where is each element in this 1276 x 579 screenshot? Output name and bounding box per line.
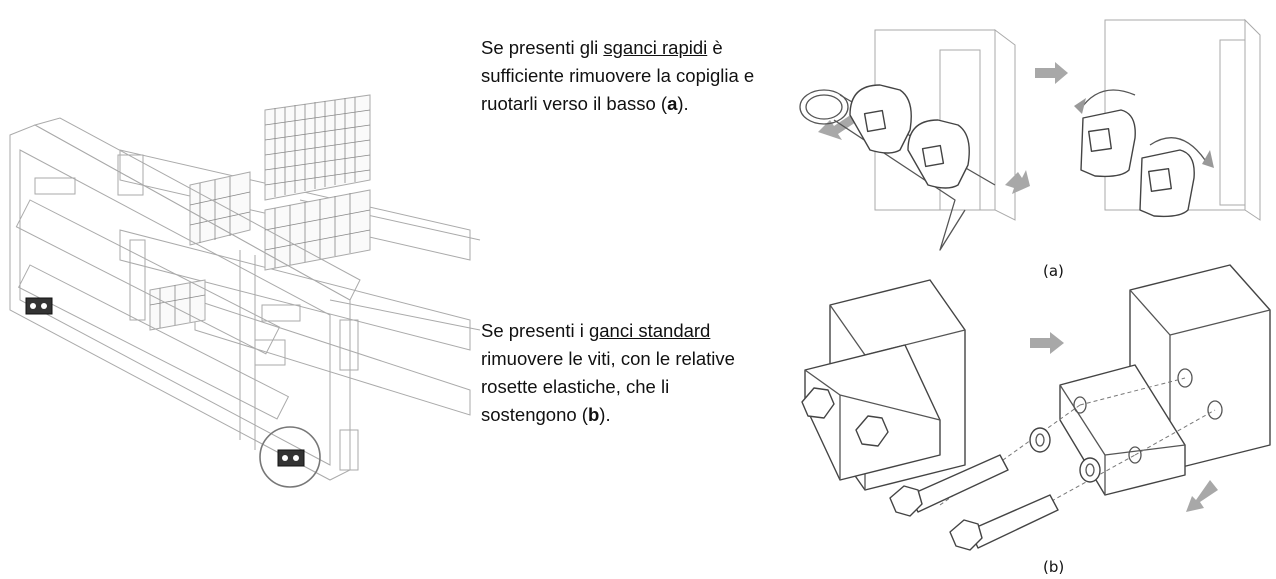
quick-release-hook-illustration <box>799 18 1261 251</box>
text-b-line3: rosette elastiche, che li <box>481 376 670 397</box>
quick-hook-1 <box>849 84 912 154</box>
hook-block-upper <box>25 297 53 315</box>
text-b-line4-post: ). <box>599 404 611 425</box>
fork-carriage-illustration <box>9 94 481 488</box>
text-b-line1-pre: Se presenti i <box>481 320 589 341</box>
quick-hook-3 <box>1074 89 1136 178</box>
quick-hook-2 <box>907 119 970 189</box>
caption-a: (a) <box>1043 262 1064 280</box>
arrow-right-icon <box>1030 332 1064 354</box>
mesh-panels <box>149 94 371 331</box>
quick-hook-4 <box>1139 137 1214 218</box>
standard-hook-bolts-illustration <box>801 264 1271 551</box>
text-a-line1-post: è <box>707 37 723 58</box>
hook-highlight-circle <box>259 426 321 488</box>
carriage-frame <box>9 117 361 481</box>
text-a-line3-pre: ruotarli verso il basso ( <box>481 93 668 114</box>
text-b-line4-pre: sostengono ( <box>481 404 588 425</box>
bolt-2 <box>949 494 1059 551</box>
text-b-bold-label: b <box>587 404 600 425</box>
arrow-right-icon <box>1035 62 1068 84</box>
standard-hook-link: ganci standard <box>588 320 711 341</box>
arrow-downleft-icon <box>1186 480 1218 512</box>
quick-release-instructions: Se presenti gli sganci rapidi è sufficie… <box>481 34 811 118</box>
text-a-bold-label: a <box>667 93 678 114</box>
text-a-line3-post: ). <box>677 93 689 114</box>
quick-release-link: sganci rapidi <box>603 37 708 58</box>
bolt-1 <box>889 454 1009 517</box>
caption-b: (b) <box>1043 558 1065 576</box>
arrow-down-icon <box>1005 170 1030 194</box>
standard-hook-instructions: Se presenti i ganci standard rimuovere l… <box>481 317 801 429</box>
text-a-line2: sufficiente rimuovere la copiglia e <box>481 65 755 86</box>
text-b-line2: rimuovere le viti, con le relative <box>481 348 735 369</box>
arrow-out-icon <box>818 114 856 140</box>
text-a-line1-pre: Se presenti gli <box>481 37 604 58</box>
